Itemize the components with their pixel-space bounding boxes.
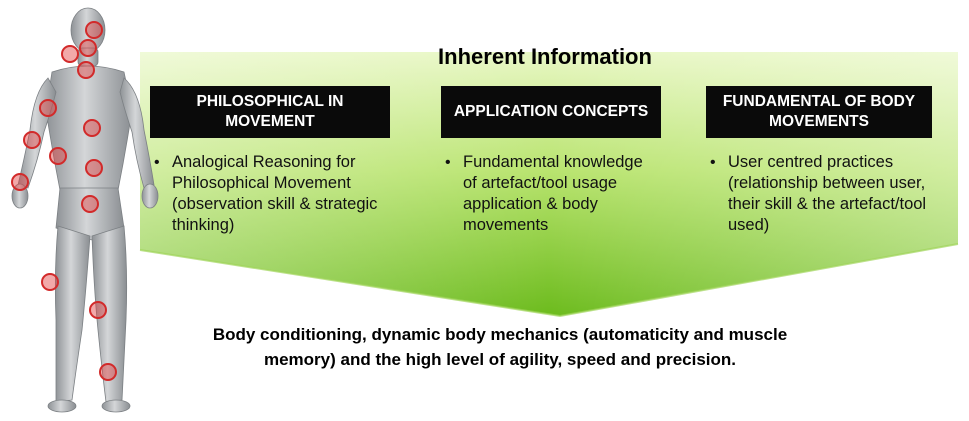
joint-marker <box>83 119 101 137</box>
joint-marker <box>11 173 29 191</box>
bullet-text: User centred practices (relationship bet… <box>728 153 927 234</box>
joint-marker <box>41 273 59 291</box>
joint-marker <box>61 45 79 63</box>
diagram-title: Inherent Information <box>438 44 652 69</box>
column-philosophical: PHILOSOPHICAL IN MOVEMENT • Analogical R… <box>150 86 390 236</box>
joint-markers <box>11 21 117 381</box>
bullet-icon: • <box>445 154 451 171</box>
column-application: APPLICATION CONCEPTS • Fundamental knowl… <box>441 86 661 236</box>
column-bullet-item: • User centred practices (relationship b… <box>706 152 932 236</box>
joint-marker <box>49 147 67 165</box>
joint-marker <box>77 61 95 79</box>
column-heading: FUNDAMENTAL OF BODY MOVEMENTS <box>706 86 932 138</box>
outcome-statement: Body conditioning, dynamic body mechanic… <box>212 325 788 369</box>
bullet-text: Fundamental knowledge of artefact/tool u… <box>463 153 643 234</box>
column-heading: PHILOSOPHICAL IN MOVEMENT <box>150 86 390 138</box>
column-heading: APPLICATION CONCEPTS <box>441 86 661 138</box>
joint-marker <box>23 131 41 149</box>
bullet-icon: • <box>710 154 716 171</box>
human-body-figure <box>11 7 159 413</box>
joint-marker <box>79 39 97 57</box>
joint-marker <box>85 21 103 39</box>
column-fundamental: FUNDAMENTAL OF BODY MOVEMENTS • User cen… <box>706 86 932 236</box>
joint-marker <box>99 363 117 381</box>
joint-marker <box>81 195 99 213</box>
bullet-text: Analogical Reasoning for Philosophical M… <box>172 153 378 234</box>
bullet-icon: • <box>154 154 160 171</box>
joint-marker <box>85 159 103 177</box>
column-bullet-item: • Fundamental knowledge of artefact/tool… <box>441 152 661 236</box>
column-bullet-item: • Analogical Reasoning for Philosophical… <box>150 152 390 236</box>
joint-marker <box>39 99 57 117</box>
joint-marker <box>89 301 107 319</box>
